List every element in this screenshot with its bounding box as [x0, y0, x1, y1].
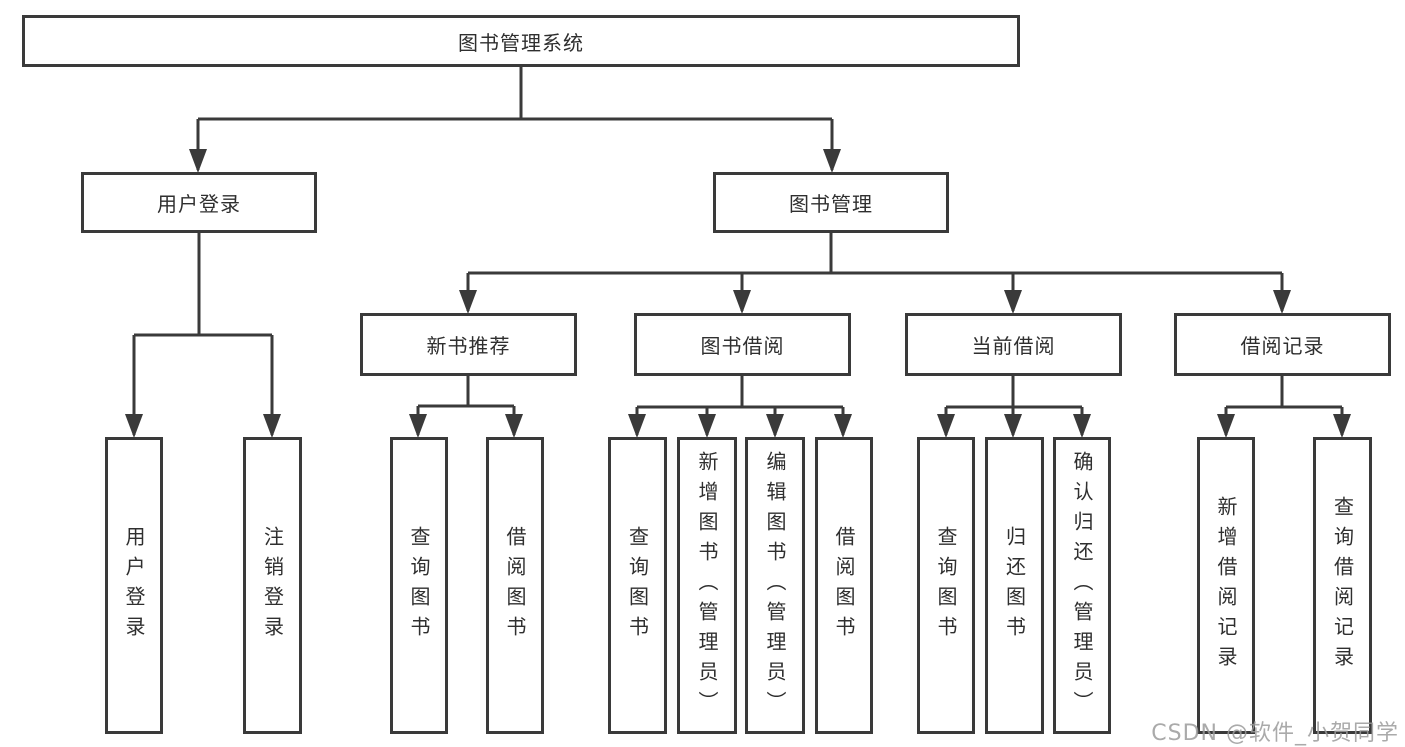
leaf-borrow-books-1: 借阅图书 [486, 437, 544, 734]
arrowhead-icons [125, 149, 1351, 438]
node-root-library-system: 图书管理系统 [22, 15, 1020, 67]
node-label: 查询图书 [625, 525, 650, 646]
leaf-edit-books-admin: 编辑图书（管理员） [745, 437, 805, 734]
node-label: 用户登录 [157, 192, 241, 216]
node-user-login-branch: 用户登录 [81, 172, 317, 233]
csdn-watermark: CSDN @软件_小贺同学 [1151, 721, 1399, 746]
node-label: 查询图书 [407, 525, 431, 646]
node-label: 新增图书（管理员） [695, 450, 719, 721]
node-label: 归还图书 [1002, 525, 1027, 646]
node-label: 借阅图书 [832, 525, 856, 646]
leaf-return-books: 归还图书 [985, 437, 1044, 734]
leaf-query-borrow-record: 查询借阅记录 [1313, 437, 1372, 734]
node-label: 借阅记录 [1240, 334, 1325, 358]
leaf-user-login: 用户登录 [105, 437, 163, 734]
node-new-book-recommendation: 新书推荐 [360, 313, 577, 376]
node-label: 图书管理 [789, 192, 873, 216]
leaf-add-borrow-record: 新增借阅记录 [1197, 437, 1255, 734]
leaf-logout: 注销登录 [243, 437, 302, 734]
node-label: 查询图书 [934, 525, 958, 646]
node-label: 当前借阅 [971, 334, 1056, 358]
node-current-borrowing: 当前借阅 [905, 313, 1122, 376]
leaf-confirm-return-admin: 确认归还（管理员） [1053, 437, 1111, 734]
node-label: 新增借阅记录 [1214, 495, 1238, 676]
leaf-query-books-1: 查询图书 [390, 437, 448, 734]
node-label: 编辑图书（管理员） [763, 450, 787, 721]
node-book-borrowing: 图书借阅 [634, 313, 851, 376]
node-label: 用户登录 [122, 525, 146, 646]
node-label: 确认归还（管理员） [1070, 450, 1094, 721]
leaf-query-books-3: 查询图书 [917, 437, 975, 734]
node-label: 图书管理系统 [458, 30, 584, 55]
leaf-query-books-2: 查询图书 [608, 437, 667, 734]
node-label: 借阅图书 [503, 525, 527, 646]
leaf-borrow-books-2: 借阅图书 [815, 437, 873, 734]
node-borrowing-records: 借阅记录 [1174, 313, 1391, 376]
node-label: 注销登录 [260, 525, 285, 646]
leaf-add-books-admin: 新增图书（管理员） [677, 437, 737, 734]
node-book-management-branch: 图书管理 [713, 172, 949, 233]
node-label: 查询借阅记录 [1330, 495, 1355, 676]
node-label: 新书推荐 [426, 334, 511, 358]
node-label: 图书借阅 [700, 334, 785, 358]
